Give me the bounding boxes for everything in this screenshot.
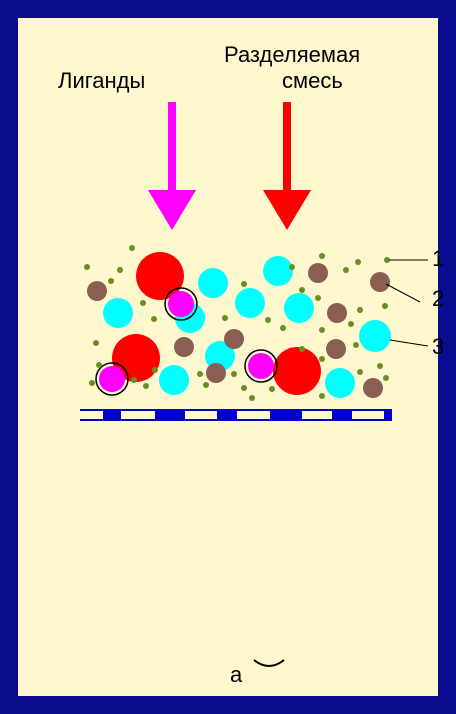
small-particle [319,356,325,362]
small-particle [382,303,388,309]
small-particle [152,367,158,373]
cyan-particle [159,365,189,395]
medium-particle [308,263,328,283]
ligands-label: Лиганды [58,68,146,93]
small-particle [96,362,102,368]
support-block [270,410,302,420]
small-particle [357,369,363,375]
ligand-arrow-icon [148,102,196,230]
medium-particle [174,337,194,357]
small-particle [315,295,321,301]
mixture-label-line1: Разделяемая [224,42,361,67]
small-particle [383,375,389,381]
cyan-particle [325,368,355,398]
small-particle [129,245,135,251]
ligand-ring [244,349,278,383]
small-particle [384,257,390,263]
medium-particle [224,329,244,349]
mixture-arrow-icon [263,102,311,230]
particle-layer [84,245,391,401]
small-particle [249,395,255,401]
callout-2-label: 2 [432,286,445,311]
small-particle [319,393,325,399]
small-particle [203,382,209,388]
small-particle [241,281,247,287]
callout-leaders [385,259,429,347]
small-particle [353,342,359,348]
panel-letter: а [230,662,243,687]
callout-3-label: 3 [432,334,445,359]
small-particle [140,300,146,306]
small-particle [355,259,361,265]
medium-particle [206,363,226,383]
cyan-particle [263,256,293,286]
mixture-label-line2: смесь [282,68,343,93]
small-particle [84,264,90,270]
medium-particle [363,378,383,398]
medium-particle [326,339,346,359]
red-particle [136,252,184,300]
small-particle [289,264,295,270]
small-particle [269,386,275,392]
cyan-particle [284,293,314,323]
ligand-particle [168,291,194,317]
small-particle [231,371,237,377]
small-particle [348,321,354,327]
medium-particle [327,303,347,323]
small-particle [93,340,99,346]
red-particle [273,347,321,395]
small-particle [151,316,157,322]
ligand-particle [248,353,274,379]
cyan-particle [103,298,133,328]
support-block [103,410,121,420]
small-particle [319,327,325,333]
small-particle [319,253,325,259]
cyan-particle [235,288,265,318]
small-particle [241,385,247,391]
small-particle [265,317,271,323]
medium-particle [370,272,390,292]
small-particle [377,363,383,369]
small-particle [280,325,286,331]
small-particle [299,287,305,293]
ligand-ring [95,362,129,396]
small-particle [222,315,228,321]
cyan-particle [359,320,391,352]
medium-particle [87,281,107,301]
support-bar [80,409,392,421]
support-block [155,410,185,420]
ligand-particle [99,366,125,392]
support-block [384,410,392,420]
small-particle [117,267,123,273]
small-particle [299,346,305,352]
ligand-ring [164,287,198,321]
cyan-particle [205,341,235,371]
cyan-particle [198,268,228,298]
callout-1-label: 1 [432,246,445,271]
small-particle [343,267,349,273]
arc-icon [253,659,285,667]
support-block [332,410,352,420]
small-particle [108,278,114,284]
small-particle [197,371,203,377]
small-particle [143,383,149,389]
small-particle [89,380,95,386]
red-particle [112,334,160,382]
small-particle [357,307,363,313]
support-block [217,410,237,420]
small-particle [131,377,137,383]
